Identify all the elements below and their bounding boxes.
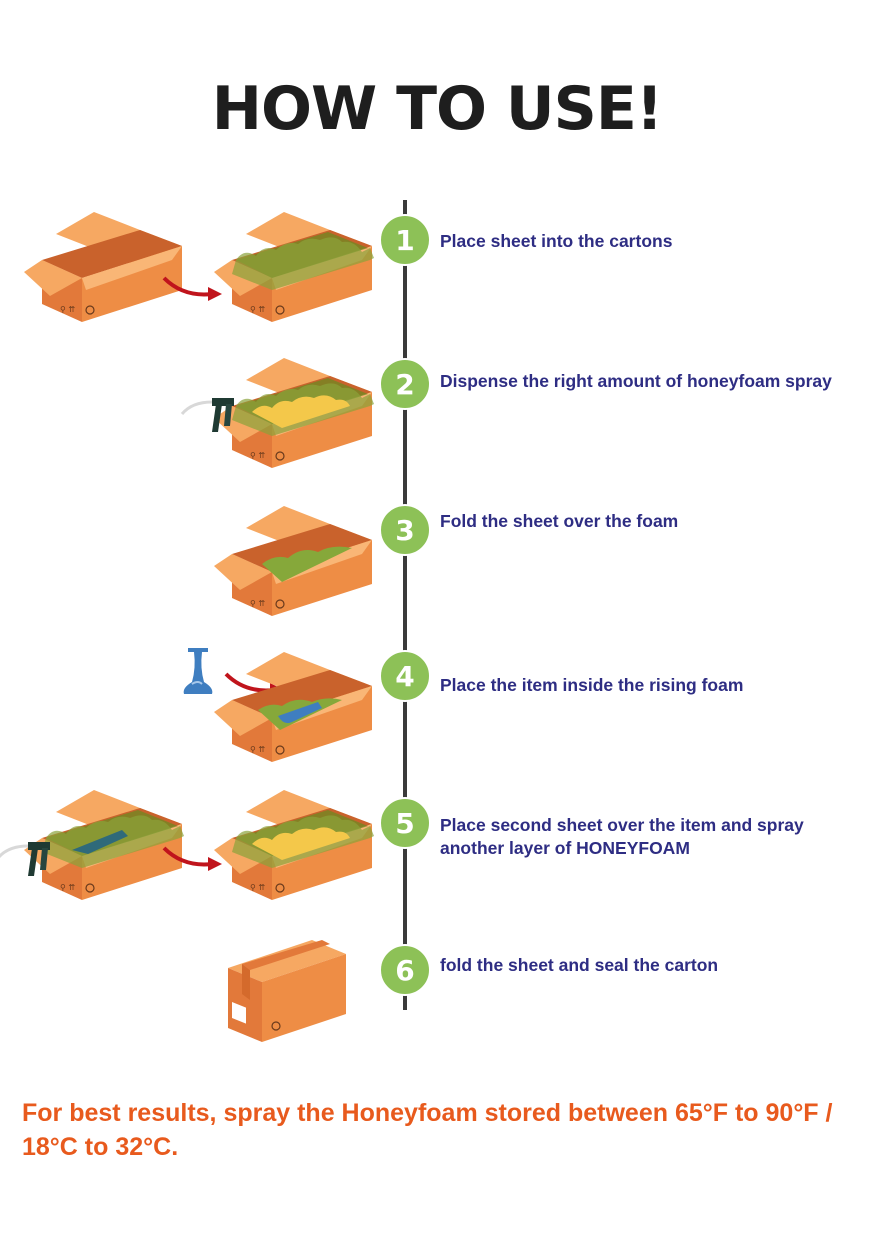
- carton-folded-sheet-icon: [213, 505, 373, 617]
- step-6-number: 6: [379, 944, 431, 996]
- carton-second-layer-icon: [213, 789, 374, 901]
- step-2-number: 2: [379, 358, 431, 410]
- page-title: HOW TO USE!: [211, 74, 663, 144]
- steps-illustration: ⚲ ⇈: [0, 211, 374, 1042]
- open-carton-icon: [23, 211, 183, 323]
- step-3-text: Fold the sheet over the foam: [440, 511, 679, 531]
- step-6-text: fold the sheet and seal the carton: [440, 955, 719, 975]
- step-3-number: 3: [379, 504, 431, 556]
- step-1-number: 1: [379, 214, 431, 266]
- step-5-text: Place second sheet over the item and spr…: [440, 815, 804, 858]
- step-5-number: 5: [379, 797, 431, 849]
- carton-item-sheet-icon: [23, 789, 184, 901]
- storage-note: For best results, spray the Honeyfoam st…: [22, 1099, 833, 1161]
- vase-icon: [183, 648, 213, 694]
- step-4-text: Place the item inside the rising foam: [440, 675, 744, 695]
- step-1-text: Place sheet into the cartons: [440, 231, 673, 251]
- step-2-text: Dispense the right amount of honeyfoam s…: [440, 371, 832, 391]
- step-4-number: 4: [379, 650, 431, 702]
- sealed-carton-icon: [228, 940, 346, 1042]
- carton-item-icon: [213, 651, 373, 763]
- carton-with-sheet-icon: [213, 211, 374, 323]
- carton-with-foam-icon: [213, 357, 374, 469]
- timeline-line: [403, 200, 407, 1010]
